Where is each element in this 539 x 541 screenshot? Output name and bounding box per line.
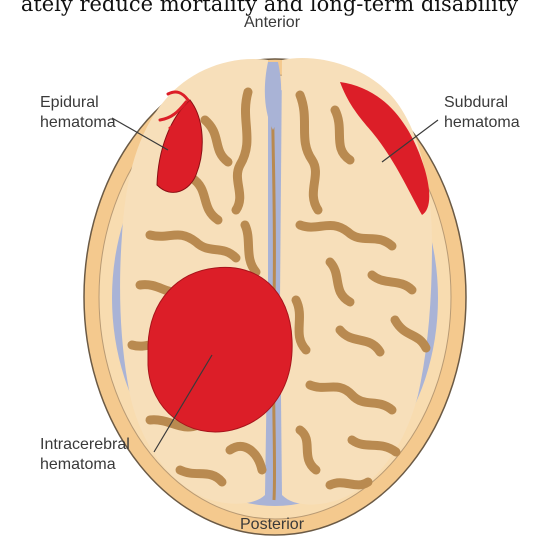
posterior-label: Posterior: [240, 515, 304, 534]
intracerebral-hematoma-shape: [148, 267, 292, 432]
subdural-label-line2: hematoma: [444, 113, 520, 132]
intracerebral-label-line2: hematoma: [40, 455, 116, 474]
epidural-label-line1: Epidural: [40, 93, 99, 112]
subdural-label-line1: Subdural: [444, 93, 508, 112]
intracerebral-label-line1: Intracerebral: [40, 435, 130, 454]
anterior-label: Anterior: [244, 13, 300, 32]
epidural-label-line2: hematoma: [40, 113, 116, 132]
